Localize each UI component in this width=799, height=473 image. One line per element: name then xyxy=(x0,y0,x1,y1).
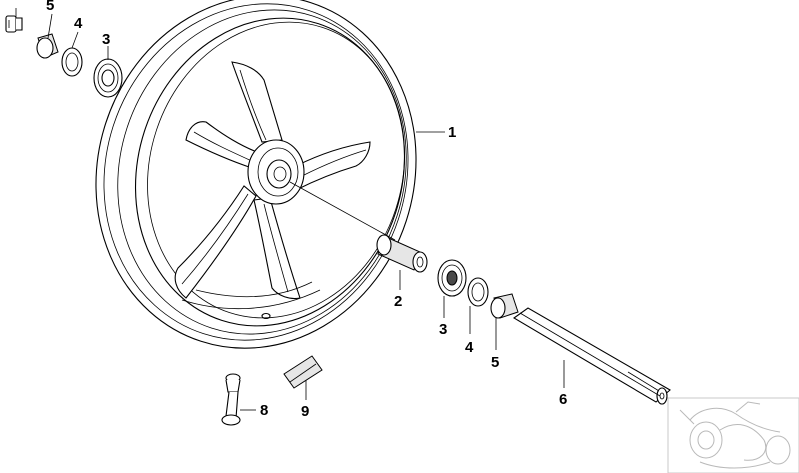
spacer-sleeve-part-5-bottom[interactable] xyxy=(490,293,519,319)
callout-5-top: 5 xyxy=(46,0,54,14)
callout-8: 8 xyxy=(260,402,268,419)
spacer-sleeve-top[interactable] xyxy=(36,33,59,59)
leader-lines xyxy=(15,8,565,411)
callout-2: 2 xyxy=(394,293,402,310)
bolt-part-5-top[interactable] xyxy=(5,15,23,33)
callout-4-bottom: 4 xyxy=(465,339,474,356)
wheel-spokes xyxy=(174,61,371,310)
axle-part-6[interactable] xyxy=(512,307,671,405)
callout-9: 9 xyxy=(301,403,309,420)
callout-6: 6 xyxy=(559,391,567,408)
tire-valve-part-8[interactable] xyxy=(221,373,241,426)
seal-ring-part-4-bottom[interactable] xyxy=(467,277,489,307)
sleeve-part-2[interactable] xyxy=(376,234,428,273)
wheel-hub[interactable] xyxy=(247,139,305,205)
callout-3-bottom: 3 xyxy=(439,321,447,338)
callout-5-bottom: 5 xyxy=(491,354,499,371)
callout-4-top: 4 xyxy=(74,15,83,32)
bearing-part-3-bottom[interactable] xyxy=(437,259,467,297)
callout-3-top: 3 xyxy=(102,31,110,48)
balance-weight-part-9[interactable] xyxy=(283,355,323,389)
axle-centerline xyxy=(289,181,396,241)
bearing-part-3-top[interactable] xyxy=(93,58,123,98)
callout-1: 1 xyxy=(448,124,456,141)
motorcycle-thumbnail xyxy=(667,397,799,473)
seal-ring-part-4-top[interactable] xyxy=(61,47,83,77)
